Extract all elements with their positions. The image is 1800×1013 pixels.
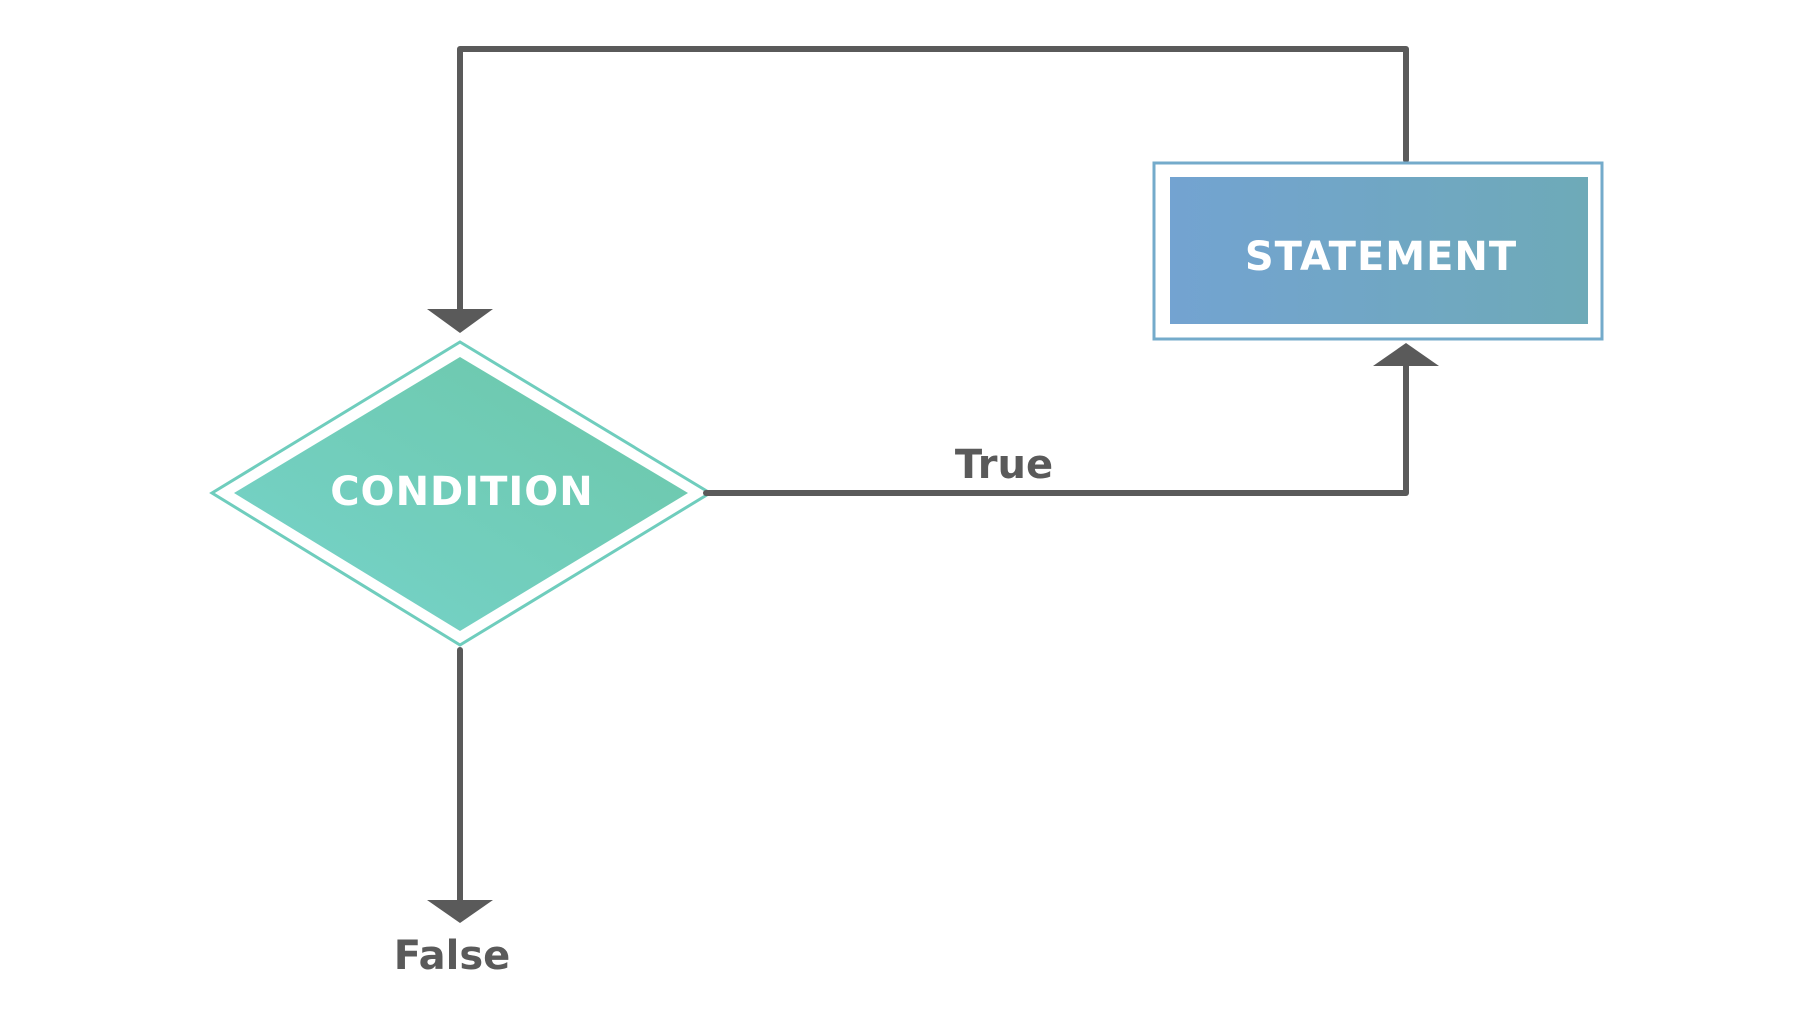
true-connector xyxy=(703,362,1409,496)
false-label: False xyxy=(394,933,511,979)
statement-node[interactable]: STATEMENT xyxy=(1152,161,1604,341)
loop-back-connector xyxy=(457,46,1409,313)
statement-label: STATEMENT xyxy=(1245,234,1517,280)
arrow-down-into-condition-icon xyxy=(427,309,493,333)
statement-box-fill xyxy=(1170,177,1588,324)
condition-label: CONDITION xyxy=(330,469,594,515)
condition-diamond-fill xyxy=(234,357,688,631)
arrow-down-false-icon xyxy=(427,900,493,923)
arrow-up-into-statement-icon xyxy=(1373,343,1439,366)
true-label: True xyxy=(955,442,1053,488)
condition-node[interactable]: CONDITION xyxy=(209,340,713,647)
